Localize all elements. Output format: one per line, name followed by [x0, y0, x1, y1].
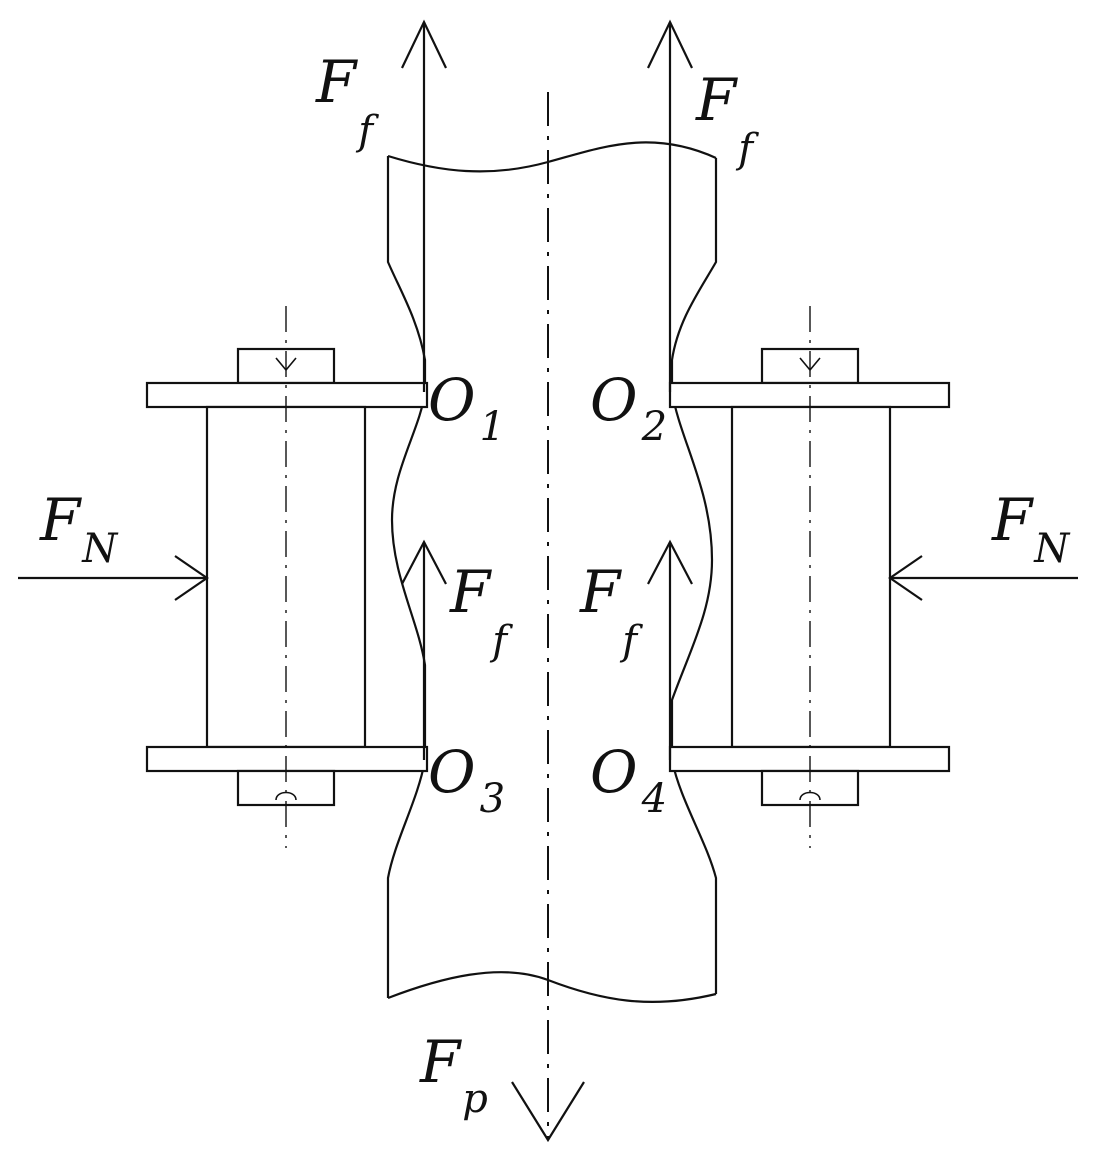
workpiece-strip [386, 141, 718, 1004]
label-fn-left: FN [39, 486, 119, 572]
strip-left-profile [386, 156, 427, 998]
top-break-line [387, 141, 717, 173]
left-bottom-screw-mark [275, 791, 297, 801]
arrow-ff-top-left-head [401, 19, 447, 69]
label-ff-top-left: Ff [315, 48, 379, 154]
label-ff-mid-right: Ff [579, 558, 643, 664]
label-fn-right: FN [991, 486, 1071, 572]
arrow-ff-mid-right-head [647, 539, 693, 585]
arrow-ff-top-right-head [647, 19, 693, 69]
arrow-fn-left-head [174, 555, 209, 601]
right-top-screw-mark [799, 357, 821, 372]
arrow-fn-right-head [888, 555, 923, 601]
bottom-break-line [387, 971, 717, 1004]
strip-right-profile [670, 158, 718, 994]
right-bottom-screw-mark [799, 791, 821, 801]
force-arrows [18, 19, 1078, 1143]
label-fp-bottom: Fp [419, 1028, 488, 1122]
label-ff-mid-left: Ff [449, 558, 513, 664]
label-ff-top-right: Ff [695, 66, 759, 172]
left-bottom-plate [145, 745, 429, 773]
arrow-ff-mid-left-head [401, 539, 447, 585]
left-top-screw-mark [275, 357, 297, 372]
right-roller-body [730, 405, 892, 749]
arrow-fp-head [511, 1081, 585, 1143]
left-top-plate [145, 381, 429, 409]
